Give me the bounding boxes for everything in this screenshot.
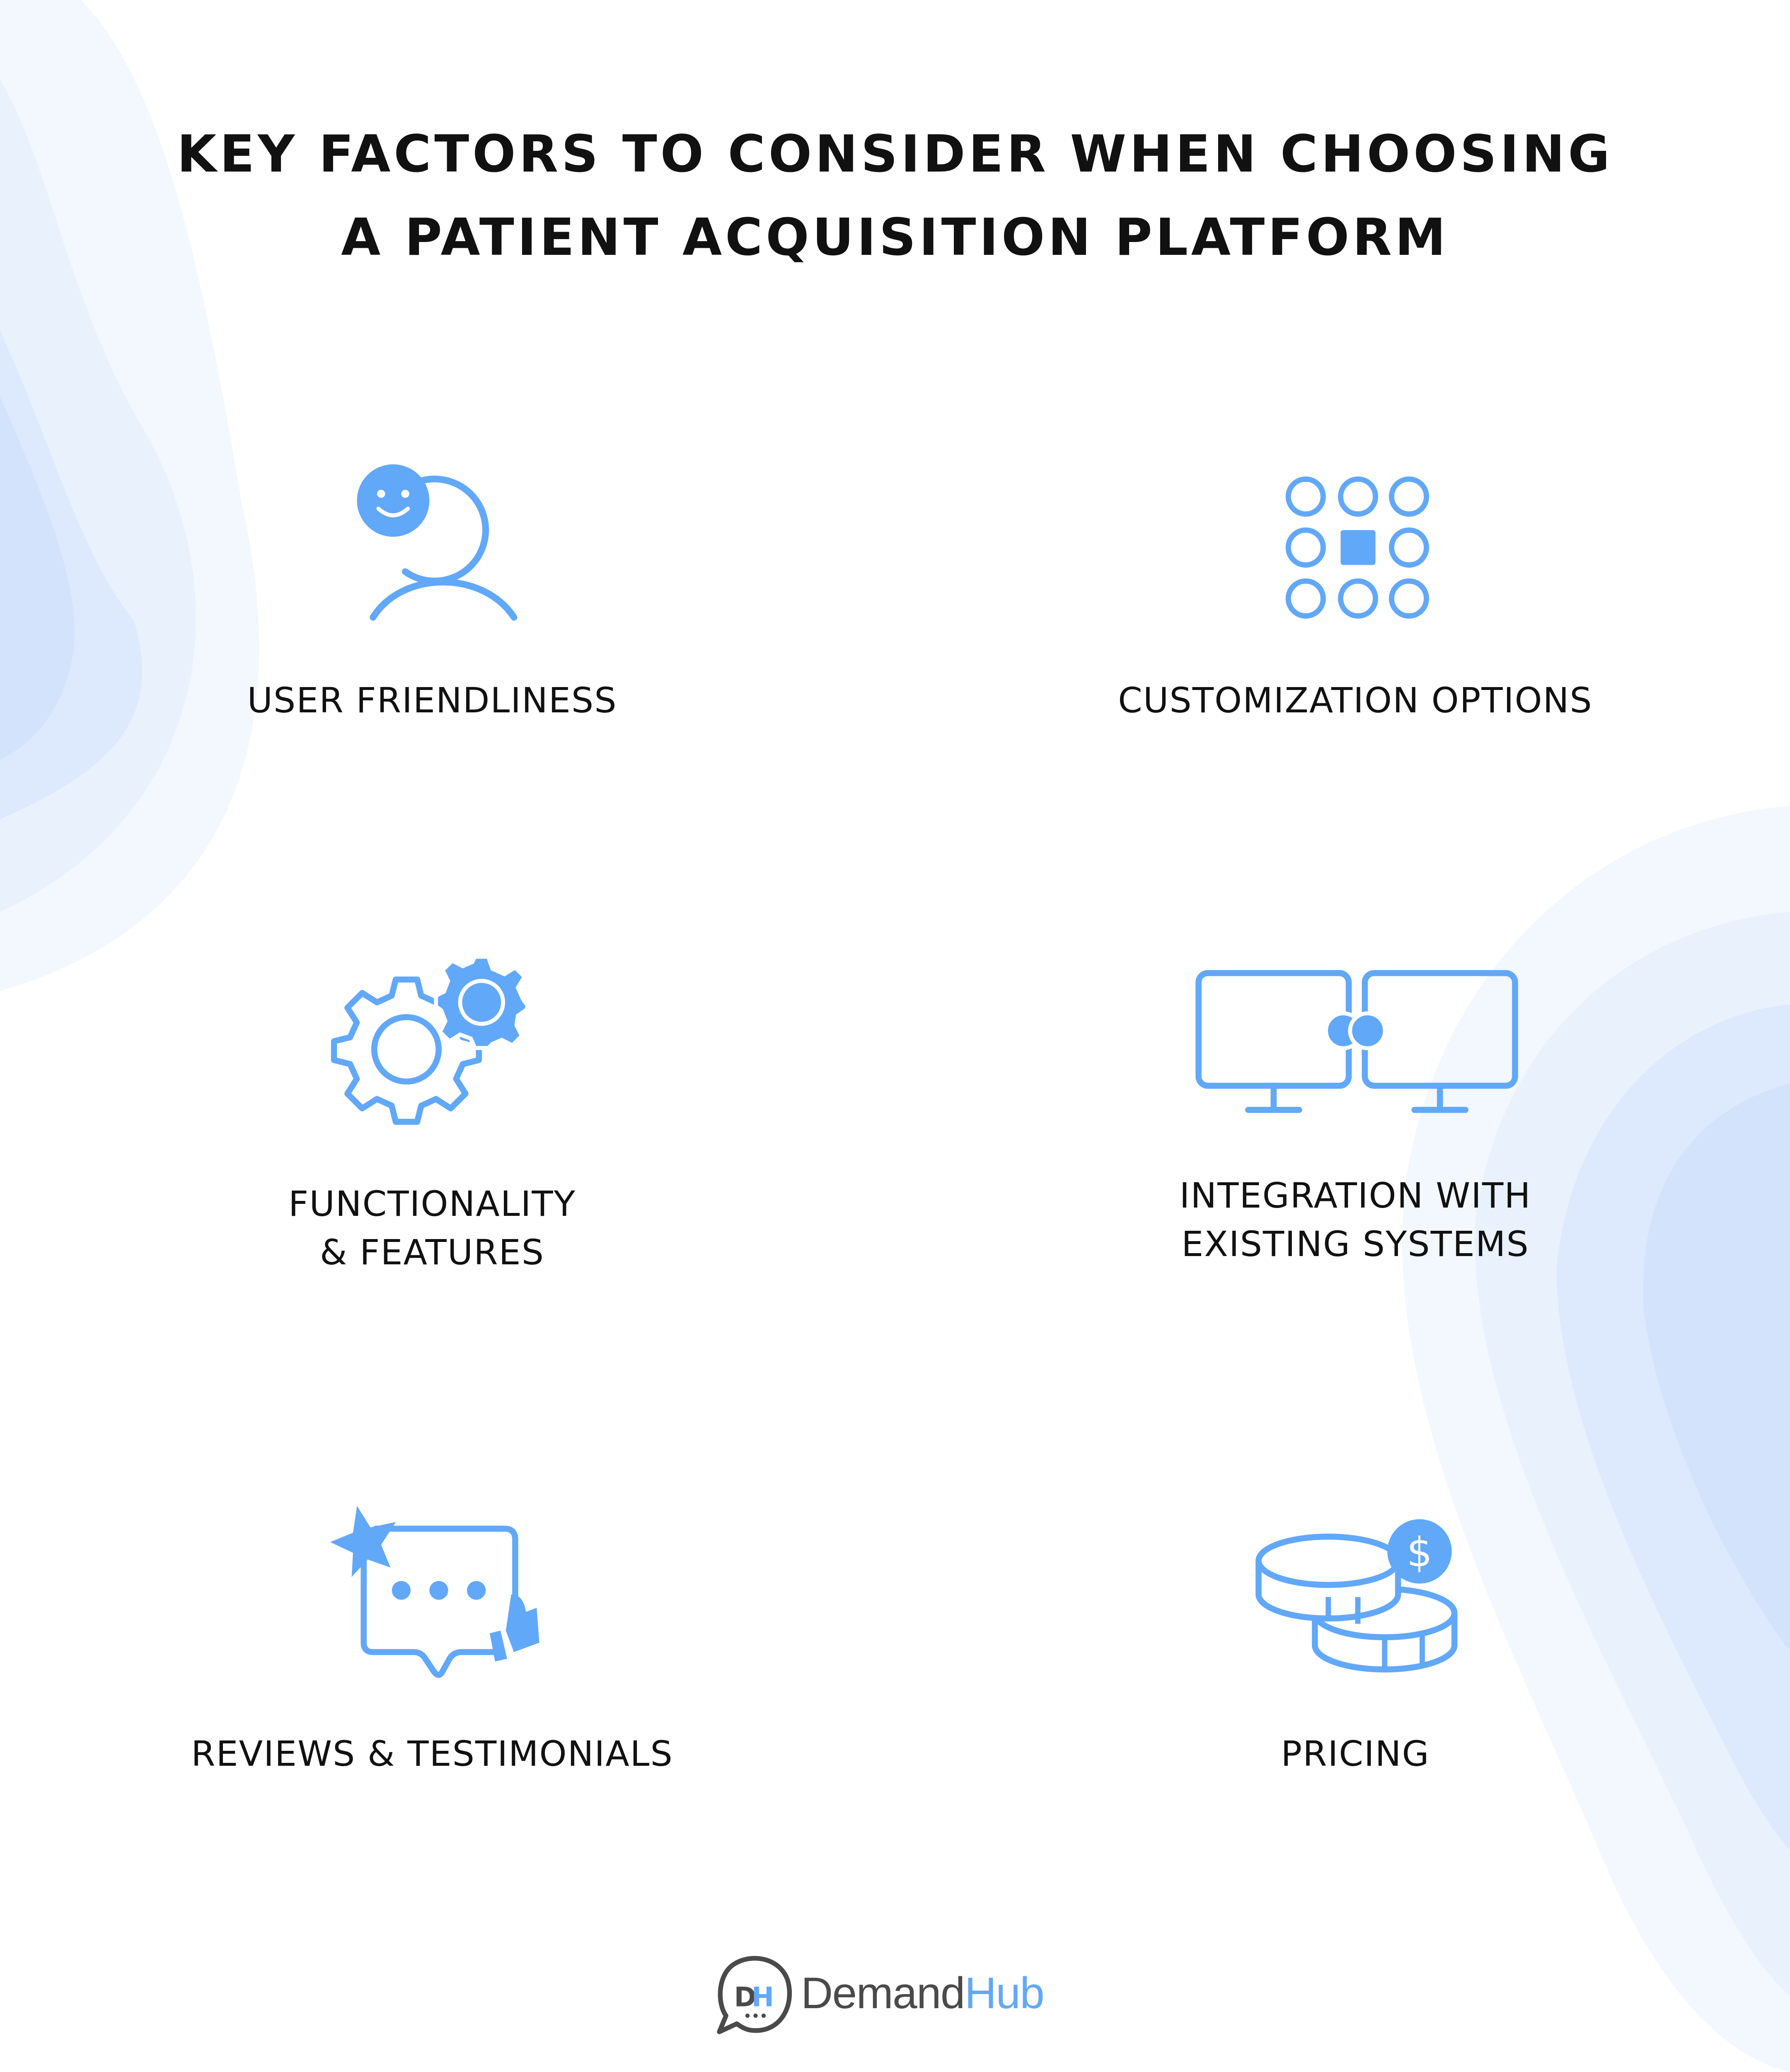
factor-label-reviews: REVIEWS & TESTIMONIALS: [191, 1733, 673, 1774]
logo-demand: Demand: [801, 1968, 965, 2018]
review-chat-icon: [330, 1506, 539, 1678]
title-line-1: KEY FACTORS TO CONSIDER WHEN CHOOSING: [177, 125, 1613, 184]
factor-label-customization: CUSTOMIZATION OPTIONS: [1118, 680, 1593, 721]
gears-icon: [331, 954, 530, 1125]
label-line-2: EXISTING SYSTEMS: [1181, 1224, 1529, 1264]
factor-label-pricing: PRICING: [1281, 1733, 1430, 1774]
logo-chat-bubble-icon: D H: [717, 1956, 792, 2034]
logo-hub: Hub: [964, 1968, 1045, 2018]
factor-label-user-friendliness: USER FRIENDLINESS: [247, 680, 617, 721]
page-title: KEY FACTORS TO CONSIDER WHEN CHOOSING A …: [0, 113, 1790, 279]
svg-text:H: H: [752, 1982, 774, 2013]
label-line-2: & FEATURES: [319, 1232, 545, 1273]
user-smile-icon: [357, 464, 518, 621]
logo-wordmark: DemandHub: [801, 1967, 1045, 2019]
connected-monitors-icon: [1195, 970, 1518, 1113]
label-line-1: FUNCTIONALITY: [288, 1184, 576, 1224]
coins-icon: $: [1255, 1519, 1458, 1673]
label-line-1: INTEGRATION WITH: [1179, 1175, 1531, 1216]
factor-label-integration: INTEGRATION WITH EXISTING SYSTEMS: [980, 1172, 1731, 1268]
demandhub-logo: D H DemandHub: [714, 1954, 1090, 2043]
svg-text:D: D: [734, 1982, 757, 2013]
dollar-sign: $: [1407, 1529, 1432, 1576]
title-line-2: A PATIENT ACQUISITION PLATFORM: [341, 208, 1449, 267]
factor-label-functionality: FUNCTIONALITY & FEATURES: [56, 1180, 808, 1277]
grid-options-icon: [1285, 476, 1430, 619]
